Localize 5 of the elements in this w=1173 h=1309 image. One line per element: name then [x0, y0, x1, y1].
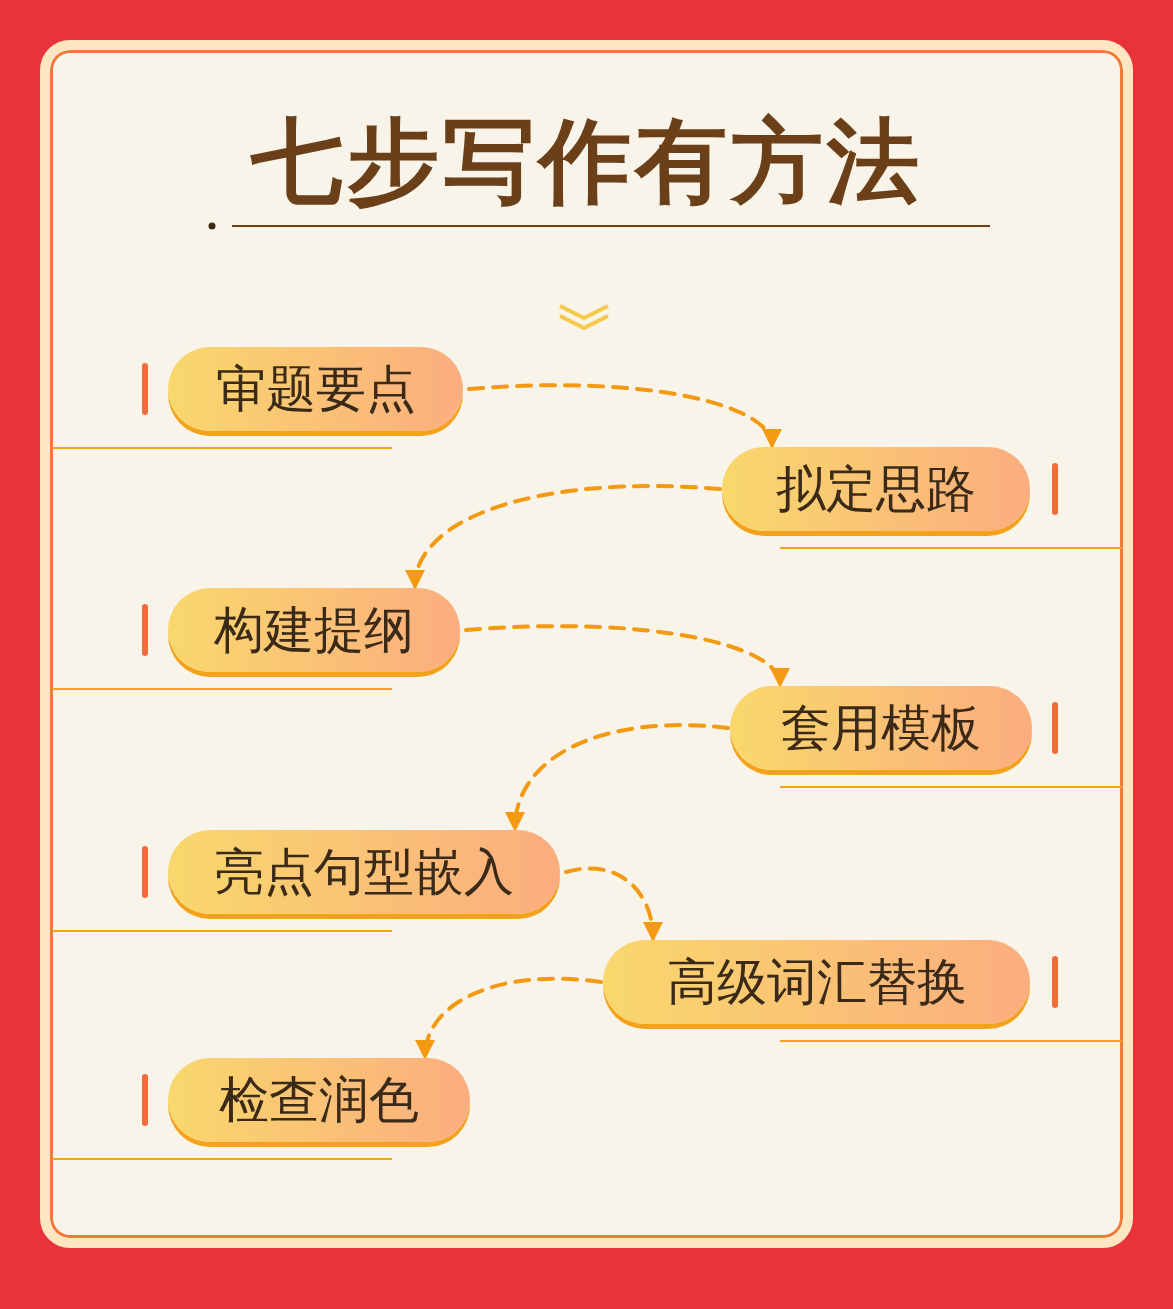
title: 七步写作有方法	[249, 106, 924, 217]
arrow	[506, 723, 730, 832]
arrow	[407, 484, 722, 590]
arrow	[564, 866, 662, 942]
arrow	[416, 976, 603, 1060]
